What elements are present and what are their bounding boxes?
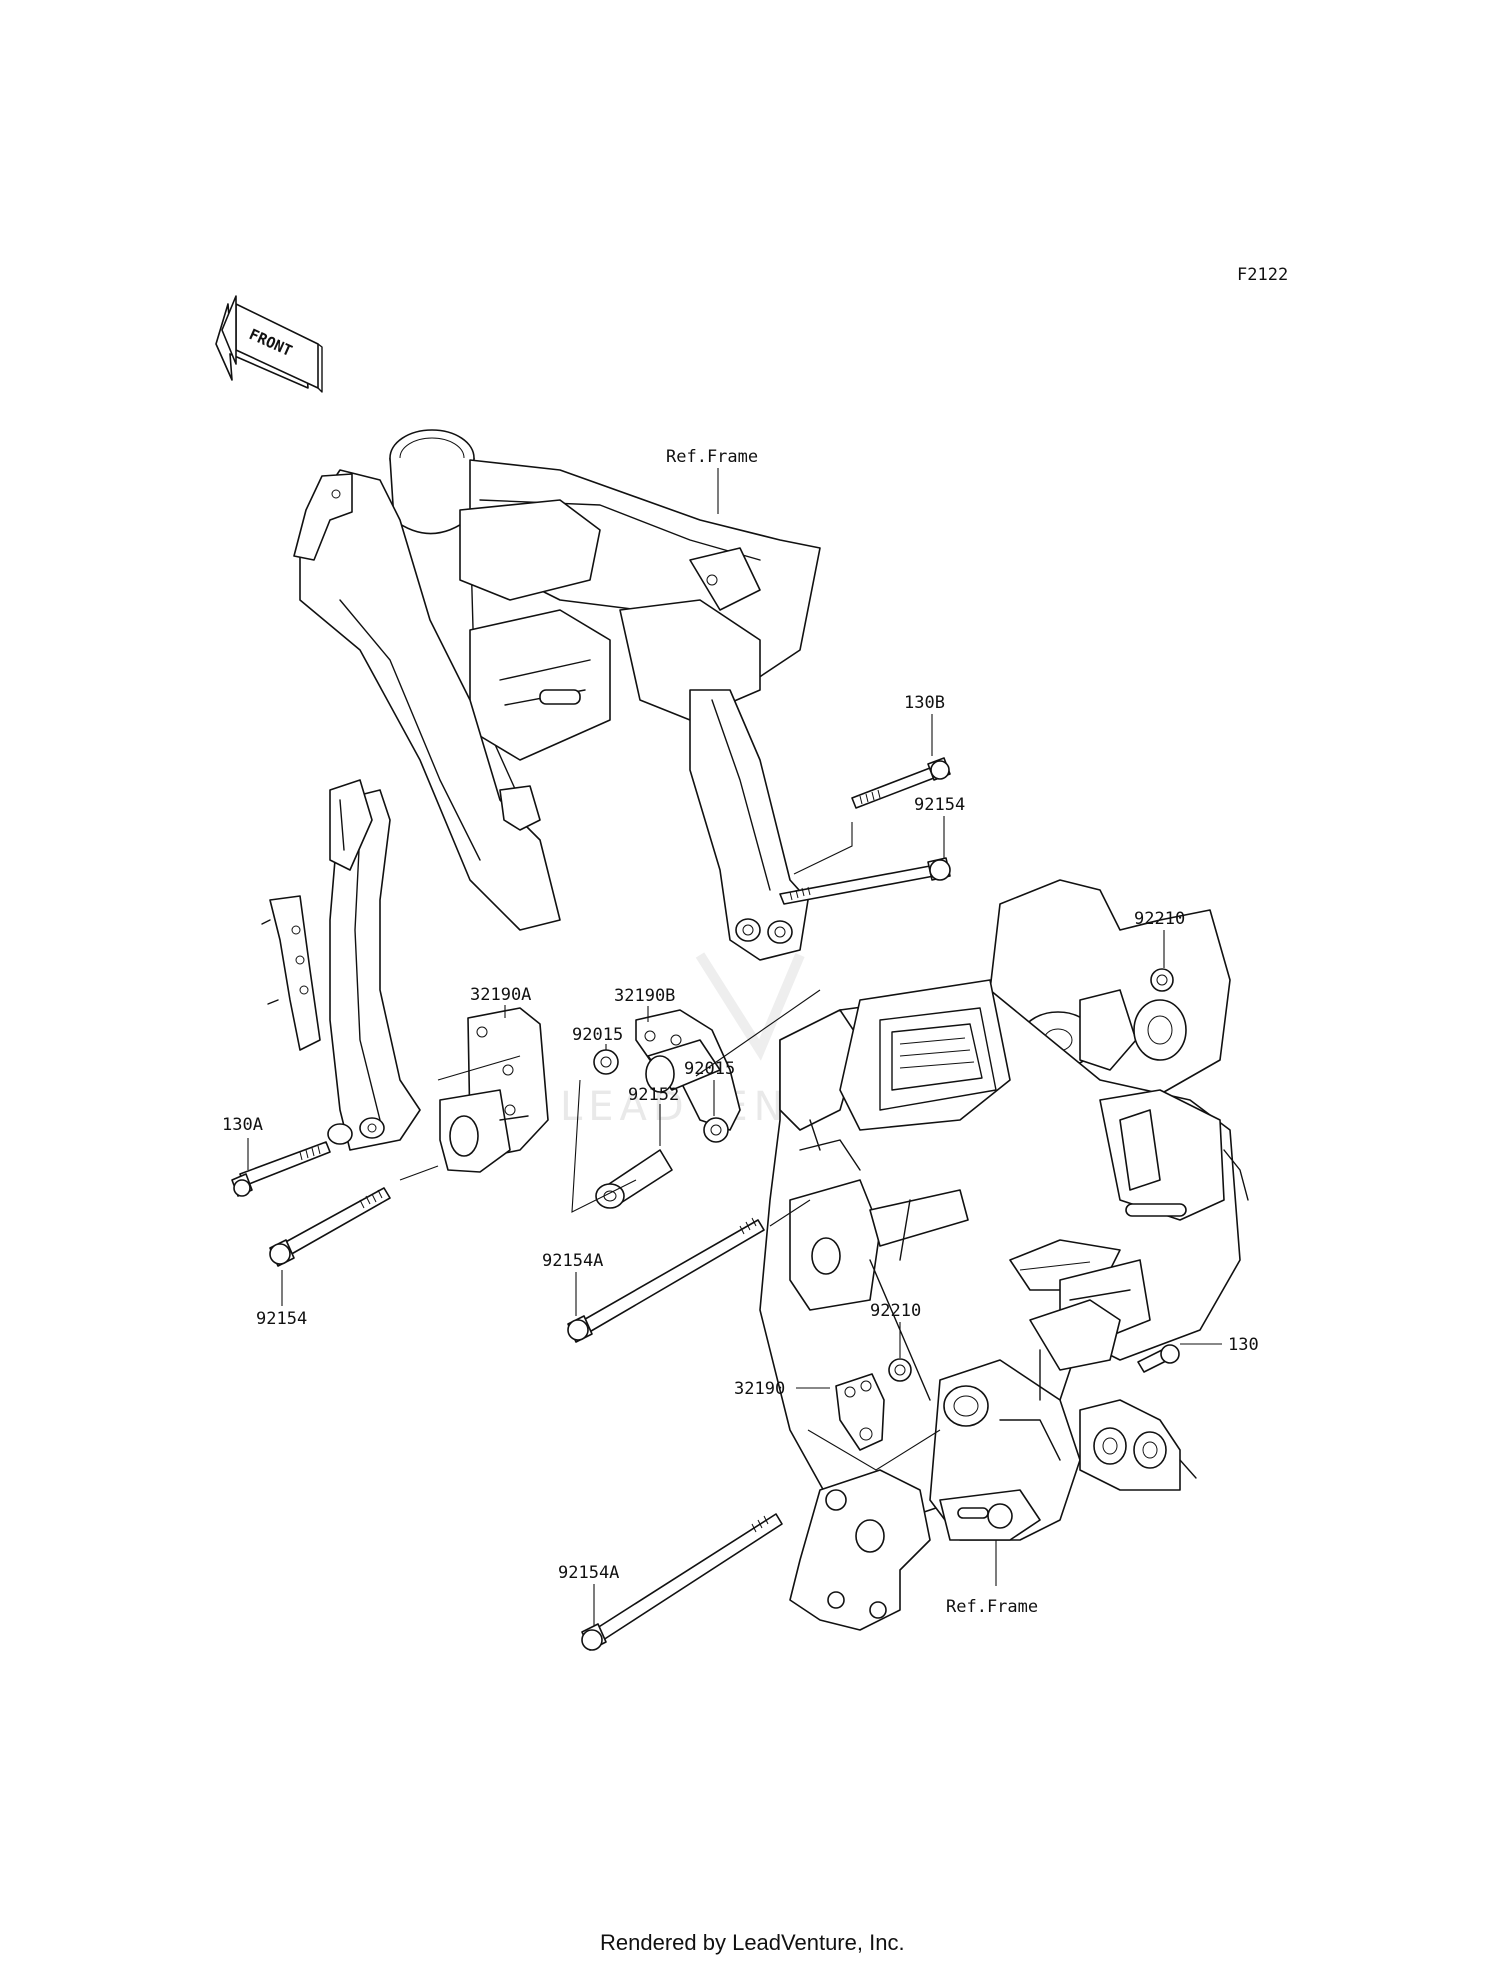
label-92154A-bottom: 92154A bbox=[558, 1563, 619, 1583]
label-92154-left: 92154 bbox=[256, 1309, 307, 1329]
ref-frame-top-label: Ref.Frame bbox=[666, 447, 758, 467]
leader-bracket-axis bbox=[695, 989, 821, 1077]
bolt-92154-right bbox=[779, 857, 951, 905]
bolt-92154A-bottom bbox=[581, 1513, 783, 1651]
bolt-130A bbox=[231, 1141, 331, 1197]
bolt-130B bbox=[851, 757, 951, 809]
label-92210-upper: 92210 bbox=[1134, 909, 1185, 929]
leader-left-lower bbox=[399, 1165, 439, 1181]
label-130B: 130B bbox=[904, 693, 945, 713]
leader-92154A-mid-axis bbox=[769, 1199, 811, 1227]
bolt-130 bbox=[1137, 1344, 1180, 1373]
front-direction-arrow: FRONT bbox=[215, 295, 323, 393]
nut-92210-lower bbox=[888, 1358, 912, 1382]
label-92152: 92152 bbox=[628, 1085, 679, 1105]
leader-group-32190 bbox=[571, 1079, 637, 1213]
bracket-32190 bbox=[835, 1373, 885, 1451]
leader-right-bolts bbox=[793, 822, 853, 875]
label-130: 130 bbox=[1228, 1335, 1259, 1355]
main-frame-upper bbox=[261, 429, 821, 1151]
collar-92152 bbox=[595, 1149, 673, 1209]
bolt-92154A-mid bbox=[567, 1217, 765, 1343]
label-92154A-mid: 92154A bbox=[542, 1251, 603, 1271]
nut-92015-b bbox=[703, 1117, 729, 1143]
nut-92210-upper bbox=[1150, 968, 1174, 992]
nut-92015-a bbox=[593, 1049, 619, 1075]
label-92015-a: 92015 bbox=[572, 1025, 623, 1045]
label-32190B: 32190B bbox=[614, 986, 675, 1006]
label-92015-b: 92015 bbox=[684, 1059, 735, 1079]
label-130A: 130A bbox=[222, 1115, 263, 1135]
bracket-32190A bbox=[439, 1007, 549, 1173]
engine-block bbox=[759, 879, 1249, 1541]
label-92154-right: 92154 bbox=[914, 795, 965, 815]
watermark-logo bbox=[695, 952, 805, 1061]
ref-frame-bottom-label: Ref.Frame bbox=[946, 1597, 1038, 1617]
bolt-92154-left bbox=[269, 1187, 391, 1267]
figure-code: F2122 bbox=[1237, 265, 1288, 285]
lower-mount-plate bbox=[789, 1469, 1041, 1631]
footer-credit: Rendered by LeadVenture, Inc. bbox=[600, 1930, 905, 1955]
label-32190A: 32190A bbox=[470, 985, 531, 1005]
label-92210-lower: 92210 bbox=[870, 1301, 921, 1321]
label-32190: 32190 bbox=[734, 1379, 785, 1399]
leader-left-upper bbox=[437, 1055, 521, 1081]
leader-32190-group bbox=[807, 1429, 941, 1471]
